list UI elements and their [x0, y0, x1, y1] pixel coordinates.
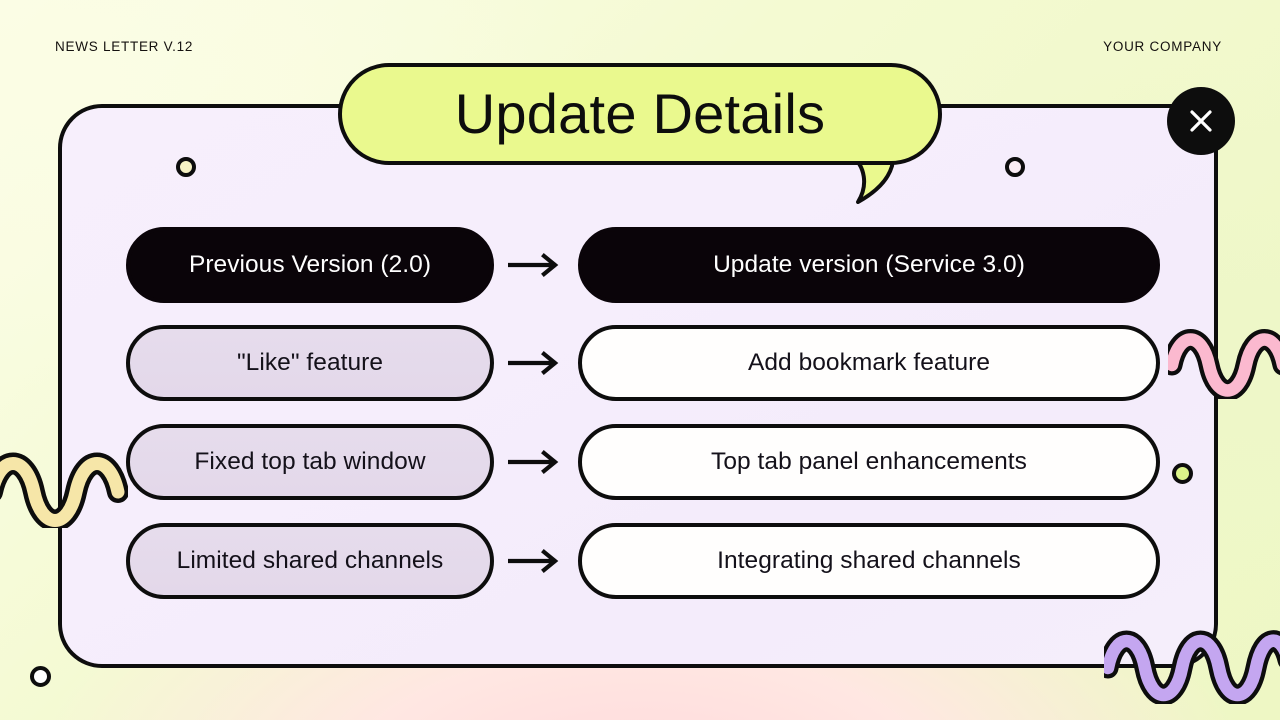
table-row: Fixed top tab window Top tab panel enhan… [126, 424, 1160, 500]
decorative-dot-white [30, 666, 51, 687]
before-pill[interactable]: Limited shared channels [126, 523, 494, 599]
table-row: Previous Version (2.0) Update version (S… [126, 227, 1160, 303]
decorative-dot-pink [1005, 157, 1025, 177]
arrow-right-icon [494, 449, 578, 475]
arrow-right-icon [494, 350, 578, 376]
close-icon [1190, 110, 1212, 132]
squiggle-yellow-icon [0, 452, 128, 528]
after-pill[interactable]: Update version (Service 3.0) [578, 227, 1160, 303]
after-pill[interactable]: Integrating shared channels [578, 523, 1160, 599]
table-row: "Like" feature Add bookmark feature [126, 325, 1160, 401]
squiggle-purple-icon [1104, 630, 1280, 704]
decorative-dot-lime [1172, 463, 1193, 484]
page-title: Update Details [454, 82, 826, 145]
title-speech-bubble: Update Details [338, 63, 942, 165]
before-pill[interactable]: Previous Version (2.0) [126, 227, 494, 303]
squiggle-pink-icon [1168, 329, 1280, 399]
before-pill[interactable]: "Like" feature [126, 325, 494, 401]
arrow-right-icon [494, 548, 578, 574]
decorative-dot-cream [176, 157, 196, 177]
after-pill[interactable]: Add bookmark feature [578, 325, 1160, 401]
company-label: YOUR COMPANY [1103, 39, 1222, 54]
close-button[interactable] [1167, 87, 1235, 155]
newsletter-version-label: NEWS LETTER V.12 [55, 39, 194, 54]
before-pill[interactable]: Fixed top tab window [126, 424, 494, 500]
table-row: Limited shared channels Integrating shar… [126, 523, 1160, 599]
after-pill[interactable]: Top tab panel enhancements [578, 424, 1160, 500]
arrow-right-icon [494, 252, 578, 278]
